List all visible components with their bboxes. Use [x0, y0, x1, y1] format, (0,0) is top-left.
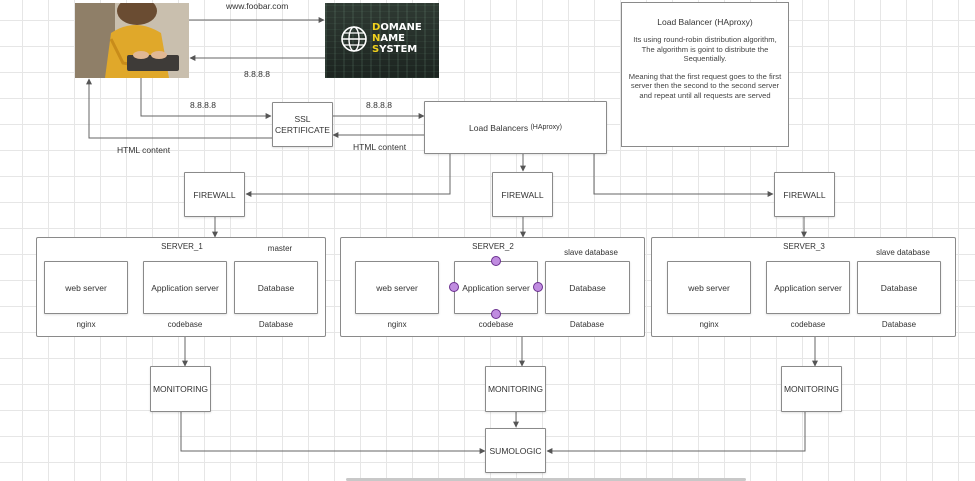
server-1-role: master [267, 244, 293, 253]
note-paragraph-2: Meaning that the first request goes to t… [628, 71, 782, 100]
server-3-application-server[interactable]: Application server [766, 261, 850, 314]
server-3-database-label: Database [881, 320, 917, 329]
dns-system-image: DOMANE NAME SYSTEM [325, 3, 439, 78]
server-2-title: SERVER_2 [472, 242, 514, 251]
load-balancer-box[interactable]: Load Balancers (HAproxy) [424, 101, 607, 154]
url-label: www.foobar.com [226, 1, 289, 11]
edge-ssl-to-client [86, 78, 272, 139]
client-laptop-image [75, 3, 189, 78]
selection-handle-bottom[interactable] [491, 309, 501, 319]
edge-lb-to-fw3 [593, 154, 774, 197]
ssl-label: SSL [294, 113, 311, 124]
server-1-database[interactable]: Database [234, 261, 318, 314]
server-1-web-server[interactable]: web server [44, 261, 128, 314]
load-balancer-suffix: (HAproxy) [530, 124, 562, 131]
server-3-web-server[interactable]: web server [667, 261, 751, 314]
html-content-label-client: HTML content [117, 145, 171, 155]
ssl-certificate-box[interactable]: SSL CERTIFICATE [272, 102, 333, 147]
server-1-codebase-label: codebase [167, 320, 203, 329]
server-1-application-server[interactable]: Application server [143, 261, 227, 314]
firewall-3[interactable]: FIREWALL [774, 172, 835, 217]
edge-client-to-ssl [140, 78, 272, 119]
server-1-title: SERVER_1 [161, 242, 203, 251]
selection-handle-left[interactable] [449, 282, 459, 292]
load-balancer-label: Load Balancers [469, 122, 529, 133]
ip-label-dns: 8.8.8.8 [244, 69, 270, 79]
server-3-title: SERVER_3 [783, 242, 825, 251]
server-1-database-label: Database [258, 320, 294, 329]
ip-label-client: 8.8.8.8 [190, 100, 216, 110]
monitoring-1[interactable]: MONITORING [150, 366, 211, 412]
note-paragraph-1: Its using round-robin distribution algor… [633, 35, 777, 63]
globe-icon [341, 26, 367, 52]
server-rack-pattern [325, 3, 439, 78]
monitoring-2[interactable]: MONITORING [485, 366, 546, 412]
edge-monitor1-to-sumo [180, 412, 486, 454]
server-2-database-label: Database [569, 320, 605, 329]
edge-lb-to-fw1 [245, 154, 451, 197]
load-balancer-note[interactable]: Load Balancer (HAproxy) Its using round-… [621, 2, 789, 147]
monitoring-3[interactable]: MONITORING [781, 366, 842, 412]
note-title: Load Balancer (HAproxy) [657, 17, 753, 27]
firewall-2[interactable]: FIREWALL [492, 172, 553, 217]
server-2-nginx-label: nginx [387, 320, 407, 329]
server-1-nginx-label: nginx [76, 320, 96, 329]
server-2-database[interactable]: Database [545, 261, 630, 314]
server-2-role: slave database [564, 248, 618, 257]
ssl-certificate-label: CERTIFICATE [275, 124, 330, 135]
server-3-role: slave database [876, 248, 930, 257]
firewall-1[interactable]: FIREWALL [184, 172, 245, 217]
dns-logo-text: DOMANE NAME SYSTEM [372, 22, 422, 55]
server-3-codebase-label: codebase [790, 320, 826, 329]
selection-handle-top[interactable] [491, 256, 501, 266]
server-2-web-server[interactable]: web server [355, 261, 439, 314]
sumologic-box[interactable]: SUMOLOGIC [485, 428, 546, 473]
selection-handle-right[interactable] [533, 282, 543, 292]
server-3-nginx-label: nginx [699, 320, 719, 329]
server-2-codebase-label: codebase [478, 320, 514, 329]
ip-label-ssl: 8.8.8.8 [366, 100, 392, 110]
server-3-database[interactable]: Database [857, 261, 941, 314]
html-content-label-ssl: HTML content [353, 142, 407, 152]
horizontal-scrollbar[interactable] [346, 478, 746, 481]
edge-monitor3-to-sumo [546, 412, 806, 454]
server-2-application-server[interactable]: Application server [454, 261, 538, 314]
